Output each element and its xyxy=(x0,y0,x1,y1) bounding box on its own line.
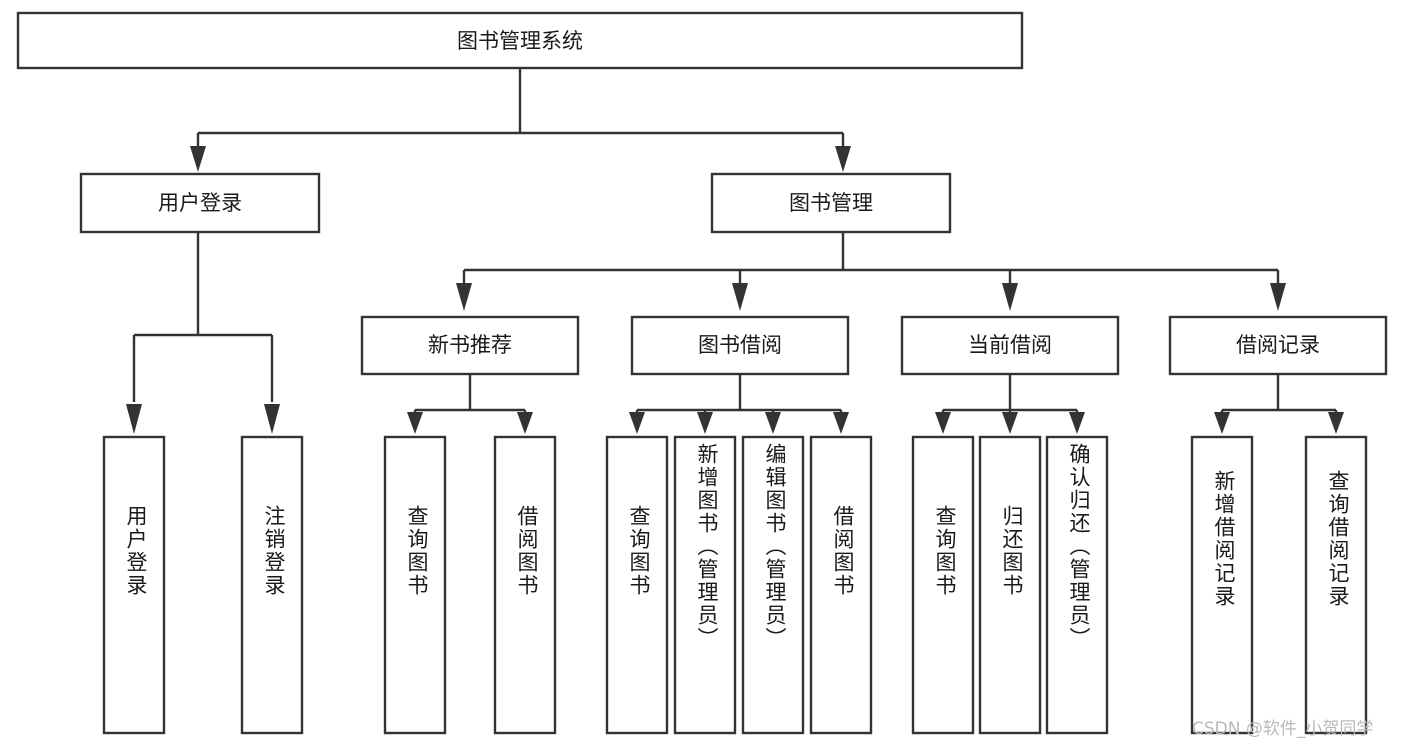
node-book-borrow-label: 图书借阅 xyxy=(698,333,782,357)
leaf-box-logout[interactable] xyxy=(240,435,304,735)
arrow-to-leaf-borrow-book-1 xyxy=(517,412,533,434)
connector-bookmanage-to-level3 xyxy=(456,232,1286,311)
arrow-to-leaf-add-book xyxy=(697,412,713,434)
node-borrow-record-label: 借阅记录 xyxy=(1236,333,1320,357)
leaf-box-edit-book[interactable] xyxy=(741,435,805,735)
arrow-to-book-manage xyxy=(835,146,851,172)
arrow-to-leaf-logout xyxy=(264,404,280,434)
arrow-to-leaf-query-book-3 xyxy=(935,412,951,434)
connector-currentborrow-to-leaves xyxy=(935,374,1085,434)
arrow-to-borrow-record xyxy=(1270,283,1286,311)
arrow-to-user-login xyxy=(190,146,206,172)
node-book-borrow[interactable]: 图书借阅 xyxy=(630,315,850,376)
arrow-to-leaf-borrow-book-2 xyxy=(833,412,849,434)
connector-borrowrecord-to-leaves xyxy=(1214,374,1344,434)
leaf-box-user-login[interactable] xyxy=(102,435,166,735)
arrow-to-leaf-confirm-return xyxy=(1069,412,1085,434)
node-current-borrow-label: 当前借阅 xyxy=(968,333,1052,357)
arrow-to-leaf-query-book-1 xyxy=(407,412,423,434)
arrow-to-book-borrow xyxy=(732,283,748,311)
connector-newbook-to-leaves xyxy=(407,374,533,434)
node-user-login[interactable]: 用户登录 xyxy=(79,172,321,234)
leaf-box-add-record[interactable] xyxy=(1190,435,1254,735)
leaf-box-return-book[interactable] xyxy=(978,435,1042,735)
node-borrow-record[interactable]: 借阅记录 xyxy=(1168,315,1388,376)
arrow-to-current-borrow xyxy=(1002,283,1018,311)
arrow-to-leaf-add-record xyxy=(1214,412,1230,434)
leaf-box-query-book-3[interactable] xyxy=(911,435,975,735)
connector-root-to-level2 xyxy=(190,68,851,172)
arrow-to-leaf-edit-book xyxy=(765,412,781,434)
node-root[interactable]: 图书管理系统 xyxy=(16,11,1024,70)
node-book-manage-label: 图书管理 xyxy=(789,191,873,215)
leaf-box-query-book-1[interactable] xyxy=(383,435,447,735)
node-user-login-label: 用户登录 xyxy=(158,191,242,215)
connector-userlogin-to-leaves xyxy=(126,232,280,434)
node-root-label: 图书管理系统 xyxy=(457,29,583,53)
node-book-manage[interactable]: 图书管理 xyxy=(710,172,952,234)
node-new-book-recommend-label: 新书推荐 xyxy=(428,333,512,357)
watermark-text: CSDN @软件_小贺同学 xyxy=(1192,719,1374,739)
leaf-box-confirm-return[interactable] xyxy=(1045,435,1109,735)
leaf-box-query-book-2[interactable] xyxy=(605,435,669,735)
leaf-box-borrow-book-1[interactable] xyxy=(493,435,557,735)
leaf-box-borrow-book-2[interactable] xyxy=(809,435,873,735)
leaf-box-query-record[interactable] xyxy=(1304,435,1368,735)
arrow-to-leaf-user-login xyxy=(126,404,142,434)
leaf-box-add-book[interactable] xyxy=(673,435,737,735)
arrow-to-leaf-query-record xyxy=(1328,412,1344,434)
arrow-to-leaf-return-book xyxy=(1002,412,1018,434)
arrow-to-new-book xyxy=(456,283,472,311)
connector-bookborrow-to-leaves xyxy=(629,374,849,434)
node-current-borrow[interactable]: 当前借阅 xyxy=(900,315,1120,376)
node-new-book-recommend[interactable]: 新书推荐 xyxy=(360,315,580,376)
arrow-to-leaf-query-book-2 xyxy=(629,412,645,434)
